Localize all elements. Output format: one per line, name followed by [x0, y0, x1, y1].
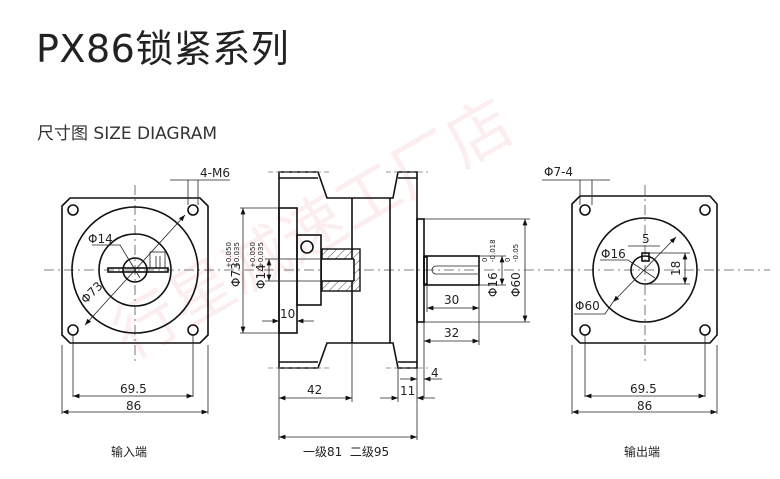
total-length: 一级81 二级95: [303, 445, 389, 459]
input-end-caption: 输入端: [111, 444, 147, 459]
bore-depth: 10: [280, 307, 295, 321]
input-end-view: [61, 179, 230, 415]
pilot-tol-upper: +0.050: [225, 242, 233, 268]
shaft-diameter-label: Φ16: [486, 272, 500, 297]
bore-tol-lower: +0.035: [257, 242, 265, 268]
shaft-tol-lower: -0.018: [489, 239, 497, 262]
input-holes-label: 4-M6: [200, 166, 230, 180]
spigot-depth: 4: [431, 366, 439, 380]
input-bore-label: Φ14: [88, 232, 113, 246]
pilot-tol-lower: +0.035: [233, 242, 241, 268]
spigot-tol-lower: -0.05: [512, 244, 520, 262]
key-length: 30: [444, 293, 459, 307]
output-hole-spacing: 69.5: [630, 382, 657, 396]
output-end-caption: 输出端: [624, 444, 660, 459]
output-width: 86: [637, 399, 652, 413]
output-spigot-label: Φ60: [575, 299, 600, 313]
spigot-tol-upper: 0: [504, 258, 512, 262]
bore-diameter-label: Φ14: [254, 264, 268, 289]
bore-tol-upper: +0.050: [249, 242, 257, 268]
input-hole-spacing: 69.5: [120, 382, 147, 396]
input-width: 86: [126, 399, 141, 413]
key-height: 18: [669, 261, 683, 276]
input-length: 42: [307, 383, 322, 397]
output-end-view: [542, 179, 718, 415]
shaft-length: 32: [444, 326, 459, 340]
flange-thickness: 11: [400, 384, 415, 398]
output-holes-label: Φ7-4: [544, 165, 573, 179]
output-shaft-label: Φ16: [601, 247, 626, 261]
side-view: [240, 171, 530, 440]
pilot-diameter-label: Φ73: [229, 262, 243, 287]
spigot-diameter-label: Φ60: [509, 272, 523, 297]
watermark: 行星减速工厂店: [101, 86, 526, 374]
page-title: PX86锁紧系列: [36, 27, 290, 71]
section-subtitle: 尺寸图 SIZE DIAGRAM: [37, 124, 218, 144]
shaft-tol-upper: 0: [481, 258, 489, 262]
key-width: 5: [642, 232, 650, 246]
